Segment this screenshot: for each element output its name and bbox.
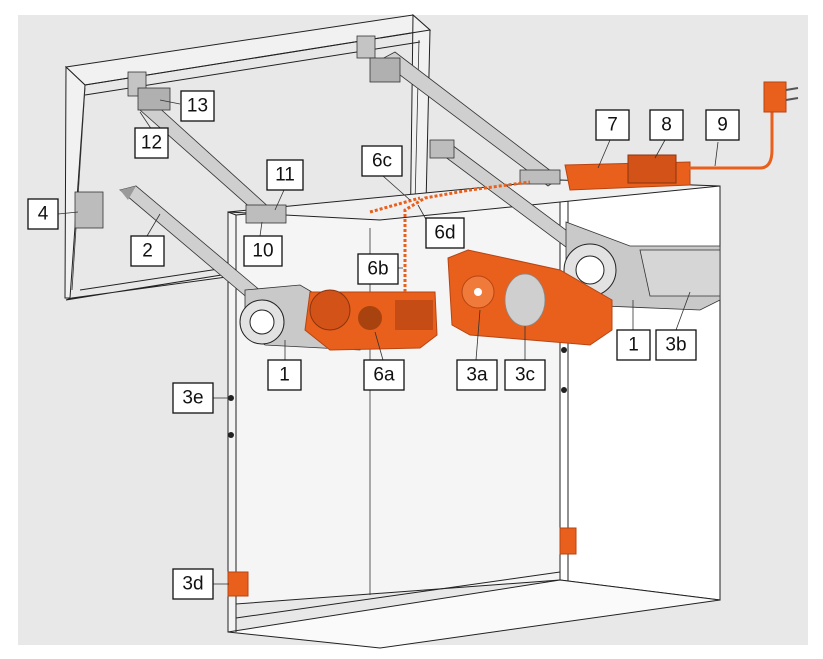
fitting-4 xyxy=(74,191,104,229)
fitting-10-11 xyxy=(245,204,287,224)
svg-text:13: 13 xyxy=(187,96,208,117)
svg-text:6c: 6c xyxy=(372,151,392,172)
label-7: 7 xyxy=(595,109,630,141)
svg-text:1: 1 xyxy=(279,365,290,386)
svg-text:8: 8 xyxy=(661,115,672,136)
label-3d: 3d xyxy=(172,568,214,600)
svg-text:7: 7 xyxy=(607,115,618,136)
svg-text:3d: 3d xyxy=(182,574,203,595)
label-6a: 6a xyxy=(363,359,405,391)
svg-text:9: 9 xyxy=(717,115,728,136)
cover-3a xyxy=(447,249,613,346)
label-10: 10 xyxy=(243,235,283,267)
svg-text:2: 2 xyxy=(142,241,153,262)
power-cabling xyxy=(369,81,799,292)
fitting-13 xyxy=(137,87,171,111)
cover-3b xyxy=(639,249,721,297)
svg-text:6a: 6a xyxy=(373,365,395,386)
cap-3c xyxy=(504,273,546,327)
part-labels: 13 12 4 2 11 10 6c 6d 6b 7 8 9 1 6a 3a 3… xyxy=(27,90,740,600)
label-3e: 3e xyxy=(172,382,214,414)
power-cable-9 xyxy=(678,110,774,170)
svg-text:3b: 3b xyxy=(665,335,686,356)
label-1-right: 1 xyxy=(616,329,651,361)
connector-8 xyxy=(627,154,677,184)
lift-mechanism-right xyxy=(563,221,721,311)
label-6b: 6b xyxy=(357,253,399,285)
leader-lines xyxy=(57,99,719,585)
svg-text:10: 10 xyxy=(252,241,273,262)
svg-text:6b: 6b xyxy=(367,259,388,280)
motor-unit-6a xyxy=(304,289,438,351)
label-4: 4 xyxy=(27,198,59,230)
label-3b: 3b xyxy=(655,329,697,361)
part-3d xyxy=(227,571,249,597)
label-8: 8 xyxy=(649,109,684,141)
label-11: 11 xyxy=(266,159,304,191)
label-3c: 3c xyxy=(504,359,546,391)
label-12: 12 xyxy=(134,127,169,159)
lift-arms xyxy=(119,51,591,301)
label-1-left: 1 xyxy=(267,359,302,391)
power-plug xyxy=(763,81,787,113)
label-13: 13 xyxy=(180,90,215,122)
door-fittings xyxy=(74,35,561,229)
svg-text:3a: 3a xyxy=(466,365,488,386)
svg-text:3e: 3e xyxy=(182,388,203,409)
svg-text:11: 11 xyxy=(275,165,295,186)
svg-text:6d: 6d xyxy=(434,223,455,244)
right-hinge-part xyxy=(559,527,577,555)
svg-text:1: 1 xyxy=(628,335,639,356)
label-3a: 3a xyxy=(456,359,498,391)
label-6d: 6d xyxy=(425,217,465,249)
label-9: 9 xyxy=(705,109,740,141)
label-6c: 6c xyxy=(361,145,403,177)
svg-text:4: 4 xyxy=(38,204,49,225)
svg-text:3c: 3c xyxy=(515,365,535,386)
svg-text:12: 12 xyxy=(141,133,162,154)
cable-6b xyxy=(403,180,531,292)
label-2: 2 xyxy=(130,235,165,267)
